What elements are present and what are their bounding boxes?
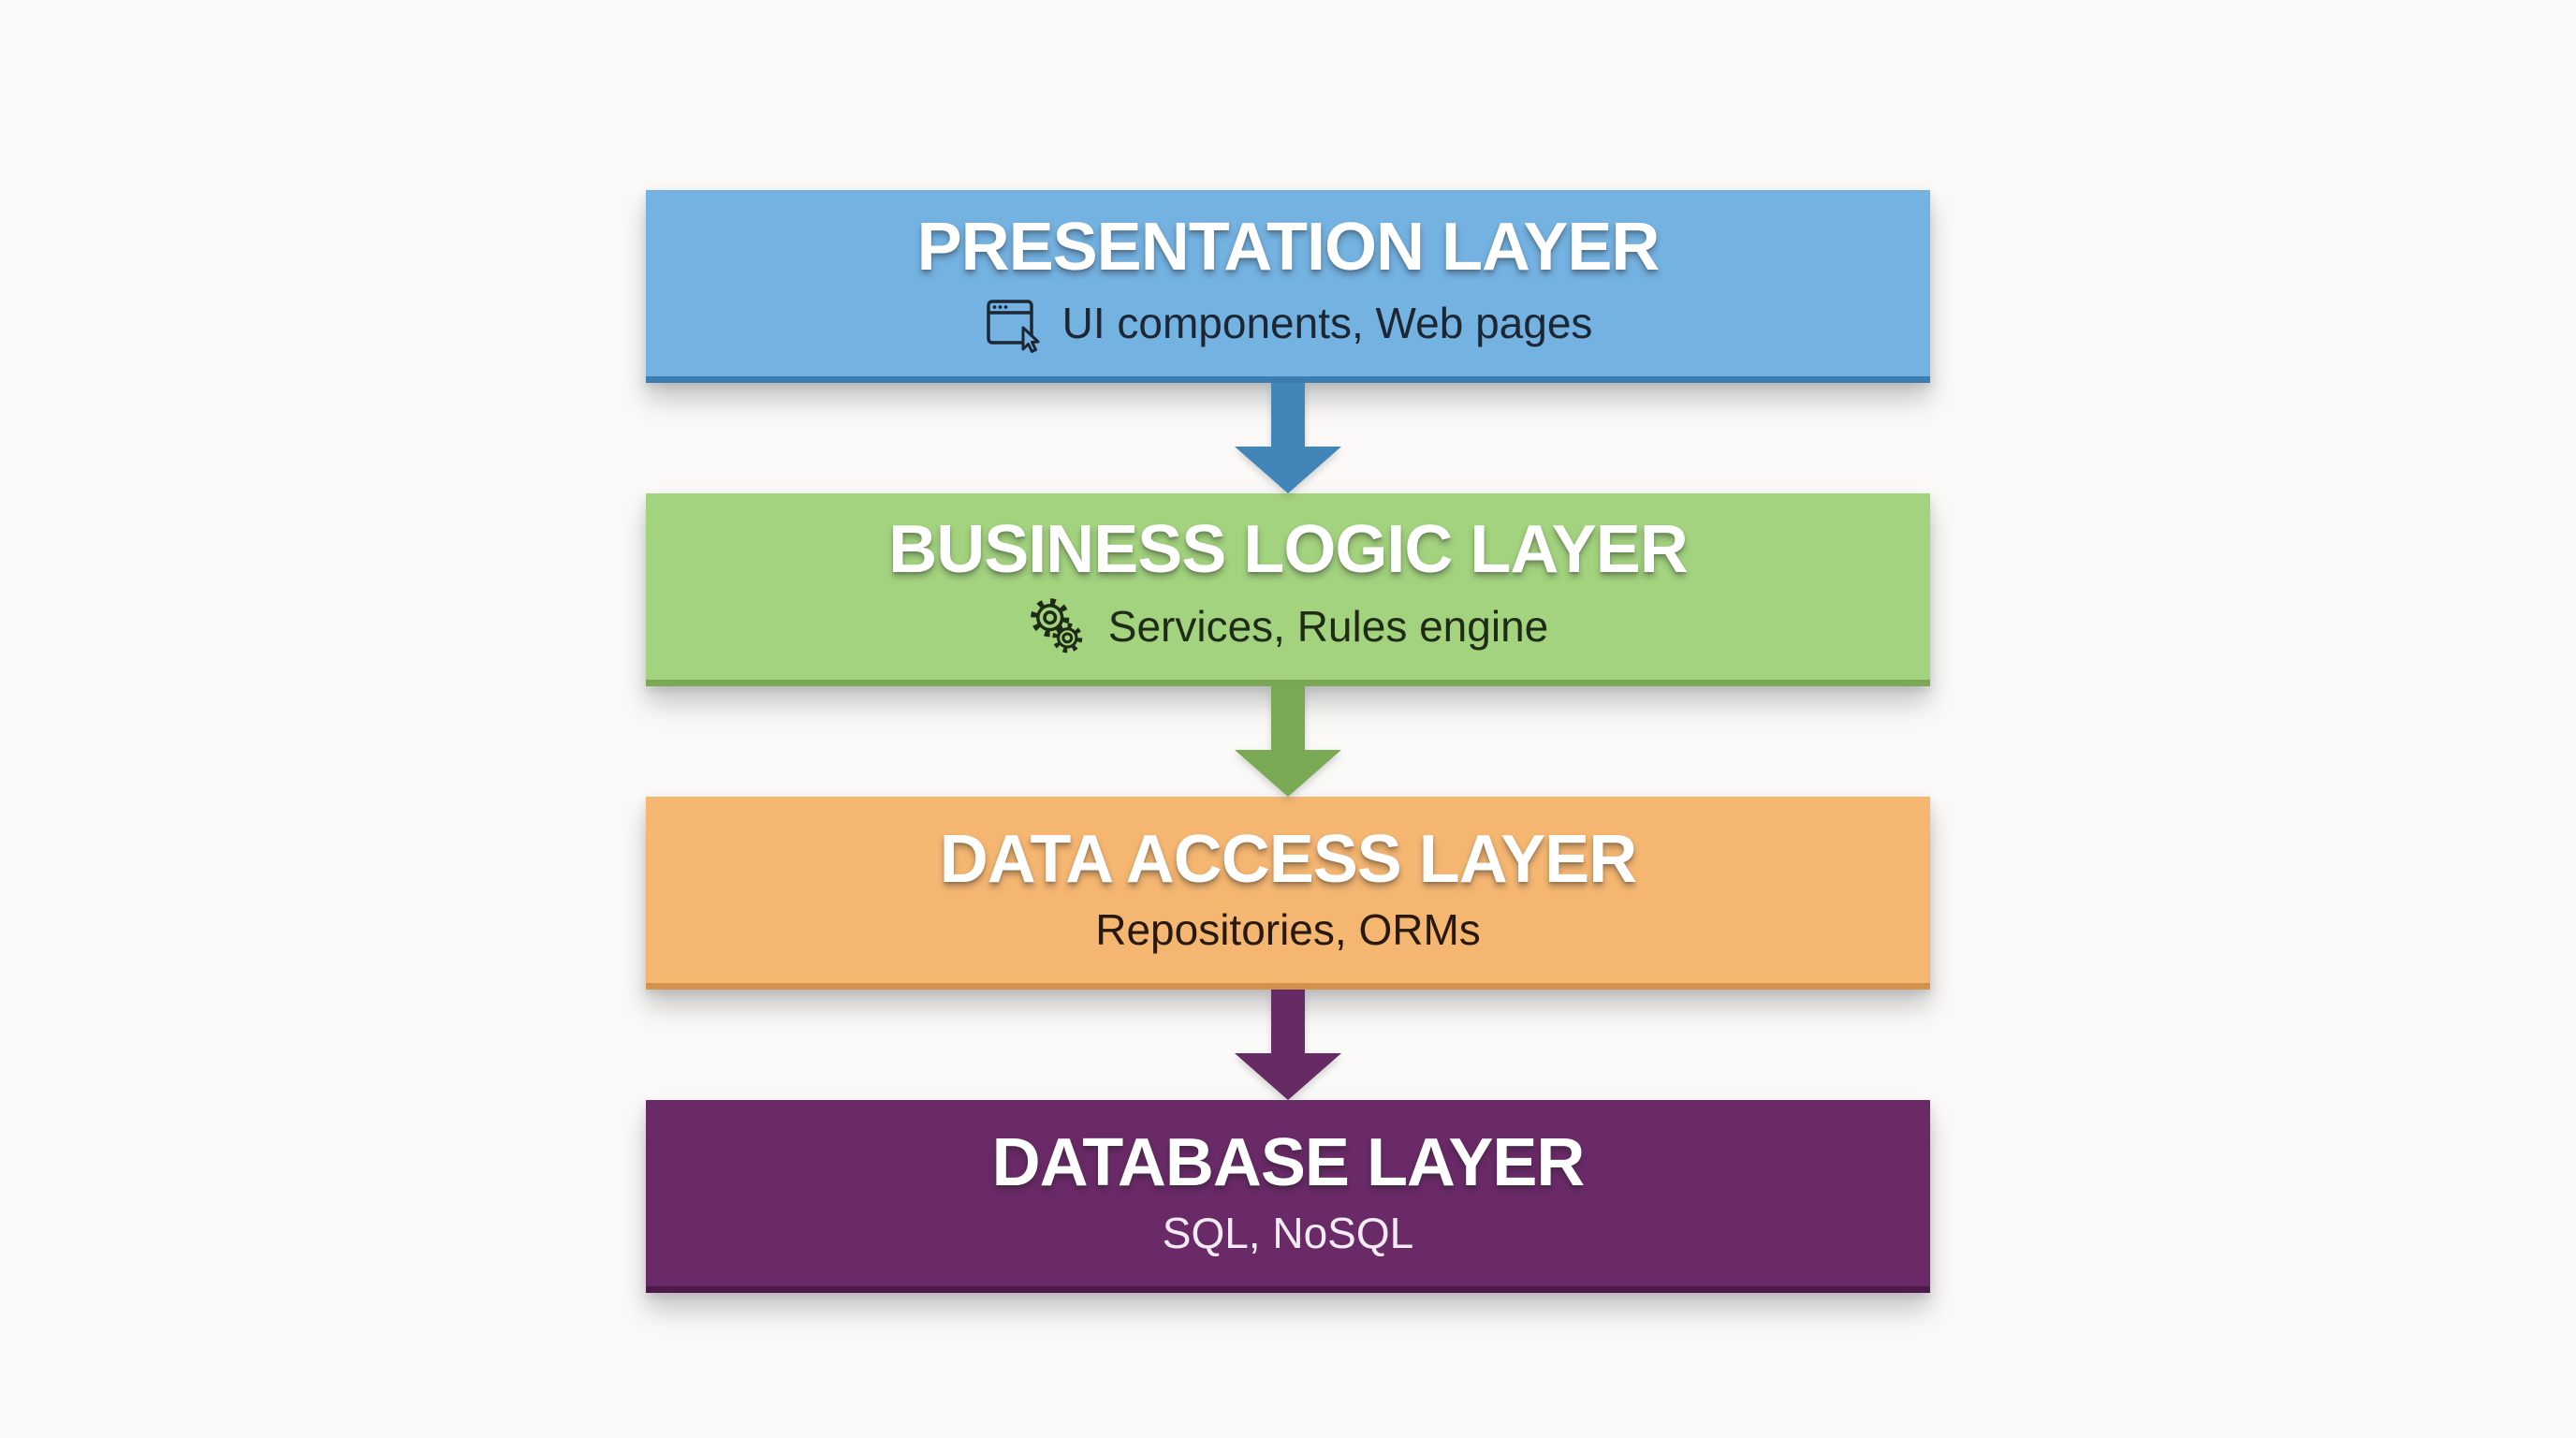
layer-data-access-title: DATA ACCESS LAYER [939,822,1637,898]
gear-large [1030,597,1070,637]
layer-business-logic-subtitle-row: Services, Rules engine [1028,596,1548,658]
arrow-head [1235,1053,1341,1100]
arrow-data-access-to-database [1235,990,1341,1100]
layer-data-access-subtitle: Repositories, ORMs [1095,905,1481,955]
layer-business-logic-title: BUSINESS LOGIC LAYER [888,511,1688,587]
layer-database-title: DATABASE LAYER [991,1125,1586,1201]
arrow-stem [1271,990,1305,1053]
layer-database: DATABASE LAYER SQL, NoSQL [646,1100,1930,1293]
layer-presentation-title: PRESENTATION LAYER [916,209,1661,285]
layer-business-logic-subtitle: Services, Rules engine [1107,602,1549,652]
layer-database-subtitle: SQL, NoSQL [1162,1209,1414,1258]
arrow-stem [1271,686,1305,750]
layer-data-access: DATA ACCESS LAYER Repositories, ORMs [646,797,1930,990]
arrow-business-to-data-access [1235,686,1341,797]
gear-small [1052,622,1083,653]
layer-data-access-subtitle-row: Repositories, ORMs [1095,906,1481,954]
arrow-presentation-to-business [1235,383,1341,493]
arrow-head [1235,447,1341,493]
layer-database-subtitle-row: SQL, NoSQL [1163,1210,1413,1257]
arrow-stem [1271,383,1305,447]
layer-business-logic: BUSINESS LOGIC LAYER Services, Rules eng… [646,493,1930,686]
layer-presentation-subtitle-row: UI components, Web pages [984,294,1593,354]
layer-presentation-subtitle: UI components, Web pages [1061,299,1593,348]
arrow-head [1235,750,1341,797]
cursor-arrow [1021,326,1040,353]
layer-presentation: PRESENTATION LAYER UI components, Web pa… [646,190,1930,383]
gears-icon [1030,597,1083,653]
browser-window-cursor-icon [986,299,1040,353]
layer-stack: PRESENTATION LAYER UI components, Web pa… [0,190,2576,1293]
